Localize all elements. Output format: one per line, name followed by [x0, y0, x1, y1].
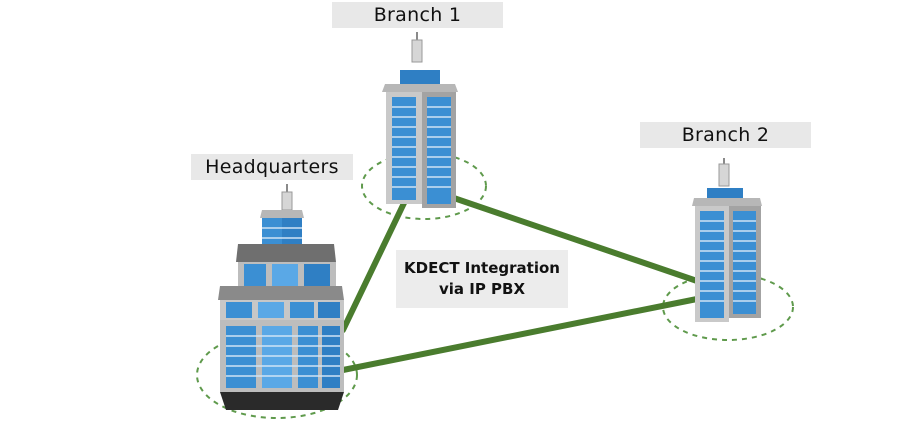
integration-label-line1: KDECT Integration	[404, 259, 560, 277]
link-headquarters-branch2	[340, 296, 700, 373]
site-ring-headquarters	[196, 331, 358, 419]
branch1-label: Branch 1	[332, 2, 503, 28]
network-links	[340, 192, 700, 373]
branch2-label: Branch 2	[640, 122, 811, 148]
integration-label: KDECT Integration via IP PBX	[396, 250, 568, 308]
headquarters-label: Headquarters	[191, 154, 353, 180]
branch2-building	[692, 158, 762, 322]
link-branch1-branch2	[442, 192, 700, 284]
site-ring-branch1	[361, 152, 487, 220]
site-ring-branch2	[662, 273, 794, 341]
headquarters-building	[218, 184, 344, 410]
integration-label-line2: via IP PBX	[438, 280, 526, 298]
branch1-building	[382, 32, 458, 208]
link-headquarters-branch1	[340, 198, 408, 333]
